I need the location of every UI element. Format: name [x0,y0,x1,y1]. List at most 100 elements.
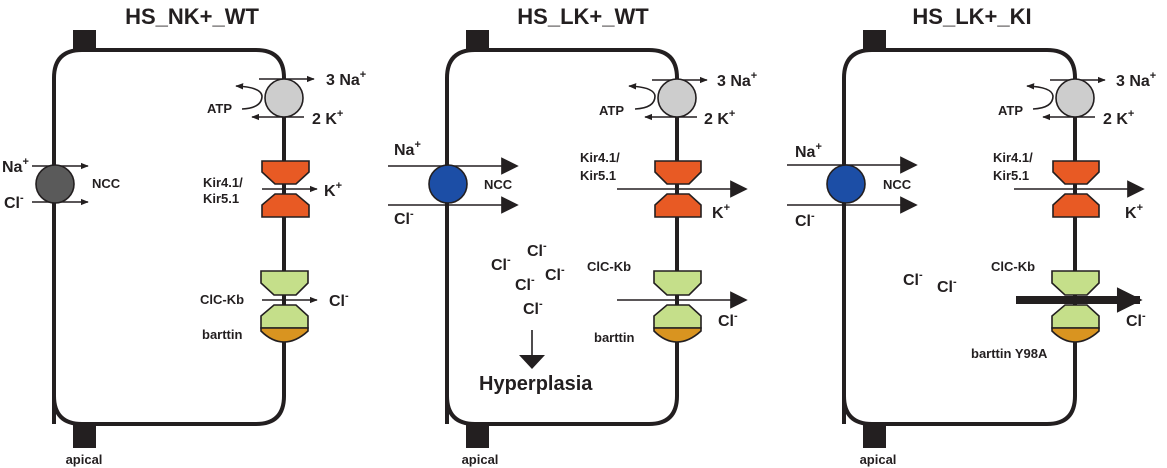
ncc-label: NCC [92,176,121,191]
ncc-label: NCC [883,177,912,192]
atp-label: ATP [207,101,232,116]
na-label: Na+ [2,156,29,176]
na-k-atpase: 3 Na+ 2 K+ ATP [207,69,366,128]
clc-top-subunit [653,270,702,296]
kir-bottom-subunit [654,193,702,218]
kir-bottom-subunit [261,193,310,218]
k-label: K+ [324,180,342,200]
three-na-label: 3 Na+ [1116,70,1156,90]
cl-ion: Cl- [903,269,923,289]
cell-membrane [445,48,679,426]
outcome-arrow-head [519,355,545,369]
ncc-transporter: Na+ Cl- NCC [388,139,519,228]
k-label: K+ [1125,202,1143,222]
clc-top-subunit [1051,270,1100,296]
cl-label: Cl- [4,192,24,212]
k-label: K+ [712,202,730,222]
cl-label: Cl- [394,208,414,228]
kir-label-line1: Kir4.1/ [580,150,620,165]
apical-label: apical [66,452,103,467]
hyperplasia-label: Hyperplasia [479,373,593,395]
na-k-atpase: 3 Na+ 2 K+ ATP [599,70,757,128]
cl-ion: Cl- [523,298,543,318]
clc-bottom-subunit [653,304,702,329]
clc-label: ClC-Kb [587,259,631,274]
ncc-circle [35,164,75,204]
kir-label-line1: Kir4.1/ [203,175,243,190]
tight-junction-top [863,30,886,52]
three-na-label: 3 Na+ [326,69,366,89]
two-k-label: 2 K+ [1103,108,1134,128]
barttin-subunit [1051,327,1100,343]
ncc-label: NCC [484,177,513,192]
cl-out-label: Cl- [1126,310,1146,330]
two-k-label: 2 K+ [312,108,343,128]
na-label: Na+ [394,139,421,159]
tight-junction-top [73,30,96,52]
clc-bottom-subunit [260,304,309,329]
na-k-atpase: 3 Na+ 2 K+ ATP [998,70,1156,128]
apical-label: apical [462,452,499,467]
intracellular-chloride-cluster: Cl- Cl- [903,269,957,296]
kir-channel: Kir4.1/ Kir5.1 K+ [203,160,342,218]
atp-label: ATP [998,103,1023,118]
pump-circle [1055,78,1095,118]
barttin-subunit [260,327,309,343]
cl-out-label: Cl- [329,290,349,310]
clc-bottom-subunit [1051,304,1100,329]
clc-top-subunit [260,270,309,296]
clc-kb-channel: ClC-Kb barttin Cl- [200,270,349,343]
cl-ion: Cl- [527,240,547,260]
cl-ion: Cl- [937,276,957,296]
barttin-label: barttin [594,330,635,345]
cl-ion: Cl- [515,274,535,294]
three-na-label: 3 Na+ [717,70,757,90]
clc-label: ClC-Kb [991,259,1035,274]
atp-arrow [1026,83,1054,110]
tight-junction-bottom [73,424,96,448]
apical-label: apical [860,452,897,467]
panel-hs-lk-wt: HS_LK+_WT apical Na+ Cl- NCC 3 Na+ 2 K+ … [388,4,757,467]
two-k-label: 2 K+ [704,108,735,128]
clc-kb-channel: ClC-Kb barttin Cl- [587,259,748,345]
ncc-circle [826,164,866,204]
kir-channel: Kir4.1/ Kir5.1 K+ [580,150,748,222]
kir-label-line2: Kir5.1 [203,191,239,206]
panel-title: HS_NK+_WT [125,4,259,29]
intracellular-chloride-cluster: Cl- Cl- Cl- Cl- Cl- [491,240,565,318]
barttin-subunit [653,327,702,343]
atp-arrow [628,83,656,110]
atp-arrow [235,83,263,110]
panel-hs-nk-wt: HS_NK+_WT apical Na+ Cl- NCC 3 Na+ 2 K+ … [2,4,366,467]
cell-membrane [842,48,1077,426]
ncc-transporter: Na+ Cl- NCC [787,141,918,230]
atp-label: ATP [599,103,624,118]
panel-title: HS_LK+_KI [912,4,1031,29]
panel-hs-lk-ki: HS_LK+_KI apical Na+ Cl- NCC 3 Na+ 2 K+ … [787,4,1156,467]
kir-top-subunit [654,160,702,185]
cl-out-label: Cl- [718,310,738,330]
barttin-label: barttin [202,327,243,342]
kir-channel: Kir4.1/ Kir5.1 K+ [993,150,1145,222]
hyperplasia-outcome: Hyperplasia [479,330,593,395]
clc-kb-channel: ClC-Kb barttin Y98A Cl- [971,259,1146,361]
panel-title: HS_LK+_WT [517,4,649,29]
kir-bottom-subunit [1052,193,1100,218]
kir-label-line2: Kir5.1 [580,168,616,183]
tight-junction-bottom [863,424,886,448]
na-label: Na+ [795,141,822,161]
pump-circle [657,78,697,118]
cl-label: Cl- [795,210,815,230]
tight-junction-bottom [466,424,489,448]
barttin-y98a-label: barttin Y98A [971,346,1048,361]
ncc-transporter: Na+ Cl- NCC [2,156,121,212]
pump-circle [264,78,304,118]
cl-ion: Cl- [491,254,511,274]
kir-label-line1: Kir4.1/ [993,150,1033,165]
kir-label-line2: Kir5.1 [993,168,1029,183]
kir-top-subunit [261,160,310,185]
cl-ion: Cl- [545,264,565,284]
clc-label: ClC-Kb [200,292,244,307]
kir-top-subunit [1052,160,1100,185]
